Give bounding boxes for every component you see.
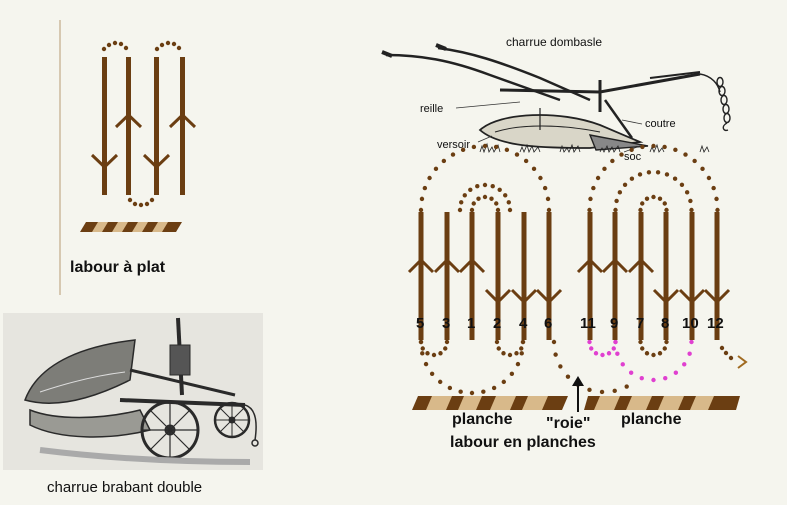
- furrow-number: 4: [519, 315, 528, 332]
- label-reille: reille: [420, 103, 443, 115]
- furrow-number: 5: [416, 315, 424, 332]
- furrow-number: 7: [636, 315, 644, 332]
- roie-label: "roie": [546, 415, 591, 432]
- furrow-1: [458, 212, 486, 340]
- furrow-6: [535, 212, 563, 340]
- furrow-number: 11: [580, 315, 596, 332]
- arrow-down-icon: [703, 288, 731, 305]
- roie-arrow-icon: [572, 376, 584, 412]
- arrow-down-icon: [678, 288, 706, 305]
- planche-dots: [418, 143, 734, 396]
- furrow-2: [484, 212, 512, 340]
- flat-top-dots: [101, 40, 182, 52]
- planche-ground-right: [584, 396, 740, 410]
- arrow-down-icon: [510, 288, 538, 305]
- arrow-up-icon: [576, 257, 604, 274]
- arrow-up-icon: [433, 257, 461, 274]
- flat-bottom-dots: [127, 197, 155, 208]
- planche-label-left: planche: [452, 411, 513, 428]
- dombasle-panel: charrue dombasle: [381, 35, 731, 163]
- arrow-down-icon: [484, 288, 512, 305]
- furrow-3: [433, 212, 461, 340]
- arrow-up-icon: [407, 257, 435, 274]
- furrow-number: 6: [544, 315, 552, 332]
- label-soc: soc: [624, 151, 642, 163]
- brabant-caption: charrue brabant double: [47, 479, 202, 496]
- furrow-number: 2: [493, 315, 501, 332]
- brabant-plough-illustration: [24, 317, 259, 465]
- furrow-7: [627, 212, 655, 340]
- flat-title: labour à plat: [70, 259, 166, 276]
- label-coutre: coutre: [645, 118, 676, 130]
- furrow-5: [407, 212, 435, 340]
- furrow-8: [652, 212, 680, 340]
- label-versoir: versoir: [437, 139, 470, 151]
- dombasle-plough-illustration: [381, 43, 731, 154]
- end-arrow-icon: [737, 355, 748, 369]
- furrow-number: 3: [442, 315, 450, 332]
- furrow-9: [601, 212, 629, 340]
- furrow-number: 8: [661, 315, 669, 332]
- brabant-panel: charrue brabant double: [3, 313, 263, 496]
- arrow-up-icon: [168, 112, 197, 129]
- furrow-number: 12: [707, 315, 724, 332]
- flat-furrows: [102, 57, 185, 195]
- furrow-4: [510, 212, 538, 340]
- furrow-12: [703, 212, 731, 340]
- arrow-down-icon: [142, 153, 171, 170]
- arrow-up-icon: [601, 257, 629, 274]
- arrow-down-icon: [652, 288, 680, 305]
- arrow-down-icon: [90, 153, 119, 170]
- planche-ground-left: [412, 396, 568, 410]
- flat-ploughing-panel: labour à plat: [59, 20, 197, 295]
- flat-ground-strip: [80, 222, 182, 232]
- arrow-up-icon: [458, 257, 486, 274]
- furrow-number: 1: [467, 315, 475, 332]
- flat-arrows: [90, 112, 197, 170]
- planche-label-right: planche: [621, 411, 682, 428]
- furrow-10: [678, 212, 706, 340]
- arrow-up-icon: [627, 257, 655, 274]
- arrow-down-icon: [535, 288, 563, 305]
- furrow-11: [576, 212, 604, 340]
- arrow-up-icon: [114, 112, 143, 129]
- furrow-number: 9: [610, 315, 618, 332]
- planches-title: labour en planches: [450, 434, 596, 451]
- furrow-number: 10: [682, 315, 699, 332]
- dombasle-title: charrue dombasle: [506, 35, 602, 49]
